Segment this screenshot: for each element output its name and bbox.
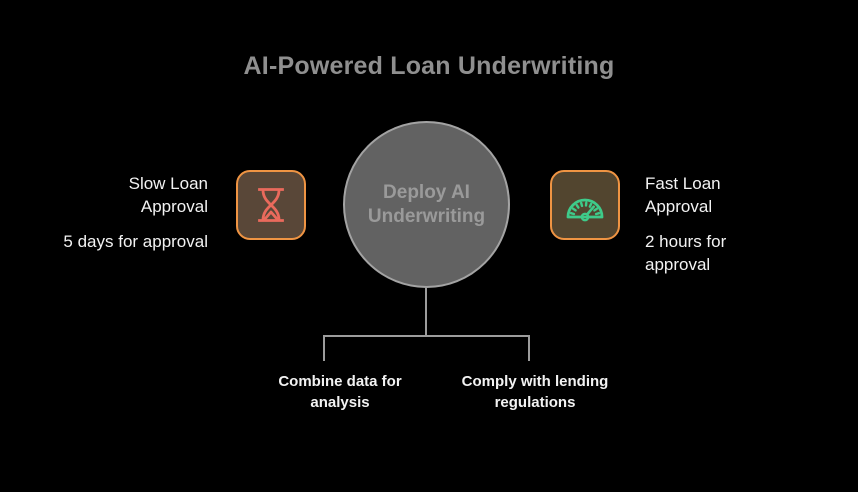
connector-drop-right [528,335,530,361]
speedometer-icon-box [550,170,620,240]
slow-loan-detail: 5 days for approval [63,232,208,251]
fast-loan-detail: 2 hours for approval [645,232,727,274]
deploy-ai-label: Deploy AI Underwriting [367,181,486,227]
connector-drop-left [323,335,325,361]
connector-stem [425,287,427,337]
hourglass-icon-box [236,170,306,240]
branch-label-combine-data: Combine data for analysis [278,373,402,411]
slow-loan-text-block: Slow Loan Approval 5 days for approval [60,172,208,253]
fast-loan-text-block: Fast Loan Approval 2 hours for approval [645,172,773,276]
page-title: AI-Powered Loan Underwriting [243,52,615,80]
fast-loan-heading: Fast Loan Approval [645,174,721,216]
connector-horizontal [323,335,530,337]
deploy-ai-node: Deploy AI Underwriting [343,121,510,288]
speedometer-icon [566,198,604,222]
hourglass-icon [258,188,284,222]
slow-loan-heading: Slow Loan Approval [128,174,208,216]
branch-label-comply-regulations: Comply with lending regulations [461,373,609,411]
